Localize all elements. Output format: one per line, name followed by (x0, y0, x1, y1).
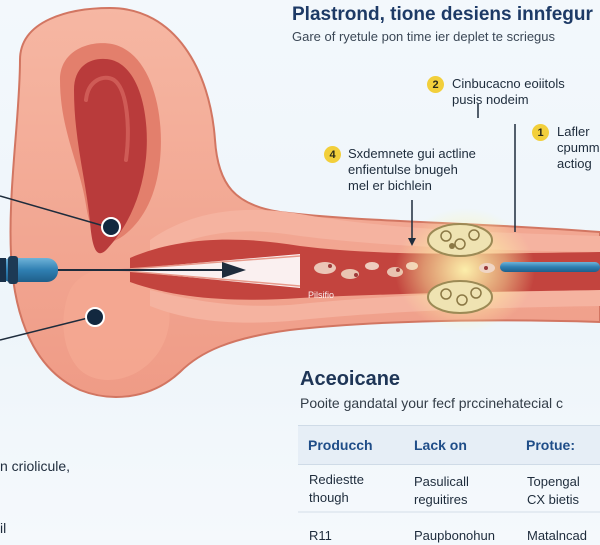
canal-probe (500, 262, 600, 272)
table-header-cell-protue: Protue: (526, 437, 575, 453)
left-caption-line2: il (0, 520, 7, 536)
table-header-cell-lack: Lack on (414, 437, 467, 453)
cerumen-plug-upper (427, 223, 493, 257)
marker-dot-upper (101, 217, 121, 237)
callout-4-text: Sxdemnete gui actline enfientulse bnugeh… (348, 146, 476, 193)
ear-cavity-highlight (84, 75, 130, 162)
left-caption-line1: n criolicule, (0, 458, 71, 474)
callout-1-badge: 1 (532, 124, 549, 141)
marker-dot-lower (85, 307, 105, 327)
cerumen-plug-lower (427, 280, 493, 314)
table-cell: Matalncad (527, 528, 587, 543)
sound-channel-edge (114, 255, 301, 287)
section-subtitle: Pooite gandatal your fecf prccinehatecia… (300, 395, 564, 411)
section-title: Aceoicane (300, 368, 401, 390)
table-cell: Pasulicall reguitires (414, 474, 469, 507)
ear-cavity (74, 58, 147, 254)
callout-2-text: Cinbucacno eoiitols pusis nodeim (452, 76, 565, 107)
ear-lobe (63, 267, 170, 381)
callout-4-badge: 4 (324, 146, 341, 163)
leader-line-lower (0, 317, 89, 341)
diagram-title: Plastrond, tione desiens innfegur (292, 4, 593, 25)
table-cell: Rediestte though (309, 472, 364, 505)
table-cell: Paupbonohun (414, 528, 495, 543)
otoscope-tool (0, 256, 58, 284)
table-cell: R11 (309, 528, 332, 543)
table-cell: Topengal CX bietis (527, 474, 580, 507)
callout-1-text: Lafler cpumm actiog (557, 124, 600, 171)
callout-2-badge: 2 (427, 76, 444, 93)
table-header-cell-product: Producch (308, 437, 373, 453)
canal-small-label: Pilsifio (308, 290, 335, 300)
leader-line-upper (0, 195, 105, 227)
diagram-subtitle: Gare of ryetule pon time ier deplet te s… (292, 29, 556, 44)
table-header: Producch Lack on Protue: (298, 425, 600, 465)
debris-cluster-right (479, 263, 495, 273)
